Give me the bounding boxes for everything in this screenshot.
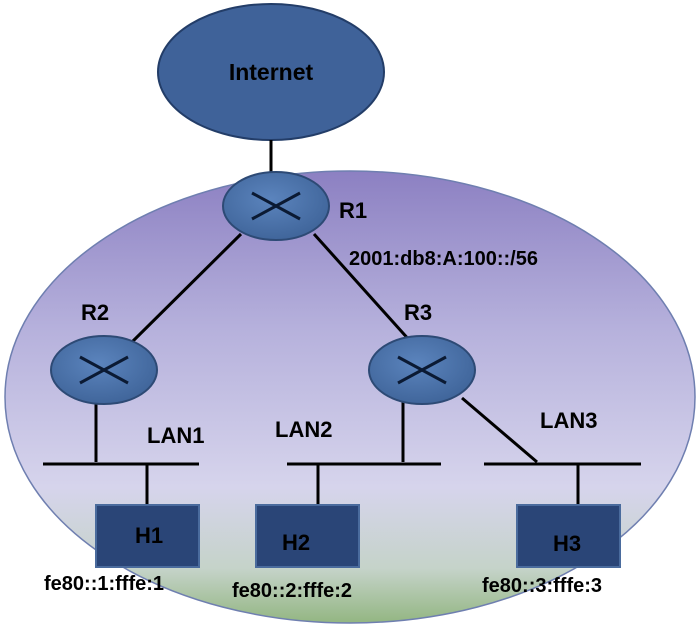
link-r1-r3 [312,232,413,344]
router-r1-label: R1 [339,198,367,223]
router-r1 [222,171,330,241]
router-cross-icon [251,191,301,221]
lan3-label: LAN3 [540,408,597,433]
internet-label: Internet [229,59,314,85]
host-h2-address: fe80::2:fffe:2 [232,580,352,602]
router-cross-icon [397,355,447,385]
host-h3 [516,504,621,568]
host-h1-address: fe80::1:fffe:1 [44,573,164,595]
host-h1 [95,504,200,568]
lan1-label: LAN1 [147,423,204,448]
prefix-label: 2001:db8:A:100::/56 [349,248,538,270]
router-cross-icon [79,355,129,385]
router-r2-label: R2 [81,300,109,325]
link-r1-r2 [129,232,243,345]
host-h2-label: H2 [282,530,310,555]
link-r3-lan3 [461,396,538,464]
host-h2 [255,504,360,568]
host-h3-label: H3 [553,531,581,556]
host-h1-label: H1 [135,523,163,548]
lan2-label: LAN2 [275,417,332,442]
router-r3-label: R3 [404,300,432,325]
host-h3-address: fe80::3:fffe:3 [482,575,602,597]
router-r3 [368,335,476,405]
router-r2 [50,335,158,405]
